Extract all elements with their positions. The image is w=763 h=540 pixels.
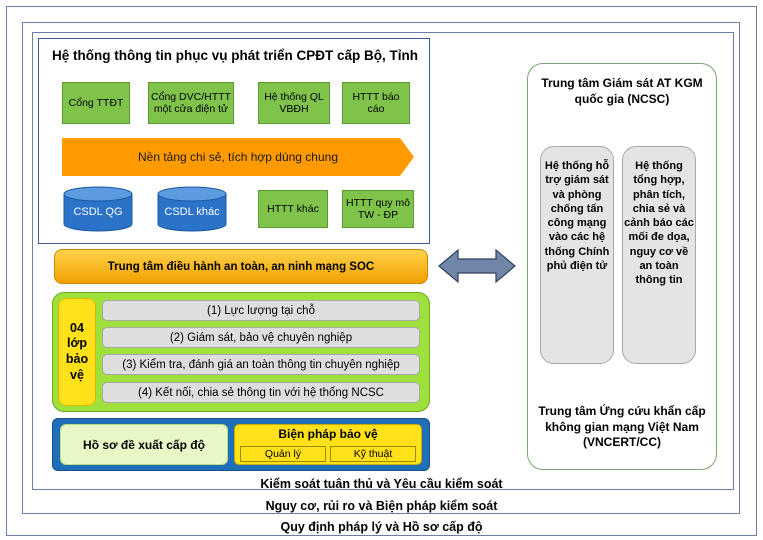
layer-ncsc-connection: (4) Kết nối, chia sẻ thông tin với hệ th…: [102, 382, 420, 403]
technical-measure: Kỹ thuật: [330, 446, 416, 462]
outer-frame-compliance: [32, 32, 734, 490]
legal-caption: Quy định pháp lý và Hồ sơ cấp độ: [280, 520, 483, 534]
compliance-caption: Kiểm soát tuân thủ và Yêu cầu kiểm soát: [260, 477, 503, 491]
portal-box: Cổng TTĐT: [62, 82, 130, 124]
outer-frame-legal: [6, 6, 757, 536]
vncert-title: Trung tâm Ứng cứu khẩn cấp không gian mạ…: [538, 404, 706, 450]
soc-center-bar: Trung tâm điều hành an toàn, an ninh mạn…: [54, 249, 428, 284]
public-service-portal-box: Cổng DVC/HTTT một cửa điện tử: [148, 82, 234, 124]
reporting-system-box: HTTT báo cáo: [342, 82, 410, 124]
national-database-label: CSDL QG: [73, 206, 123, 218]
other-database-label: CSDL khác: [164, 206, 220, 218]
attack-monitoring-system-pill: Hệ thống hỗ trợ giám sát và phòng chống …: [540, 146, 614, 364]
other-database-cylinder: CSDL khác: [156, 186, 228, 232]
document-management-box: Hệ thống QL VBĐH: [258, 82, 330, 124]
ncsc-title: Trung tâm Giám sát AT KGM quốc gia (NCSC…: [541, 76, 703, 106]
layer-professional-monitoring: (2) Giám sát, bảo vệ chuyên nghiệp: [102, 327, 420, 348]
bidirectional-arrow-icon: [438, 248, 516, 284]
other-systems-box: HTTT khác: [258, 190, 328, 228]
risk-caption: Nguy cơ, rủi ro và Biện pháp kiểm soát: [265, 499, 498, 513]
level-proposal-box: Hồ sơ đề xuất cấp độ: [60, 424, 228, 465]
layer-onsite-forces: (1) Lực lượng tại chỗ: [102, 300, 420, 321]
shared-platform-arrow: [62, 138, 414, 176]
threat-analysis-system-pill: Hệ thống tổng hợp, phân tích, chia sẻ và…: [622, 146, 696, 364]
protection-measures-title: Biện pháp bảo vệ: [278, 427, 378, 441]
central-local-systems-box: HTTT quy mô TW - ĐP: [342, 190, 414, 228]
national-database-cylinder: CSDL QG: [62, 186, 134, 232]
shared-platform-label: Nền tảng chi sẻ, tích hợp dùng chung: [137, 150, 338, 164]
outer-frame-risk: [22, 22, 740, 514]
management-measure: Quản lý: [240, 446, 326, 462]
layer-security-assessment: (3) Kiểm tra, đánh giá an toàn thông tin…: [102, 354, 420, 375]
protection-layers-label: 04 lớp bảo vệ: [58, 298, 96, 406]
information-systems-title: Hệ thống thông tin phục vụ phát triển CP…: [52, 48, 418, 63]
